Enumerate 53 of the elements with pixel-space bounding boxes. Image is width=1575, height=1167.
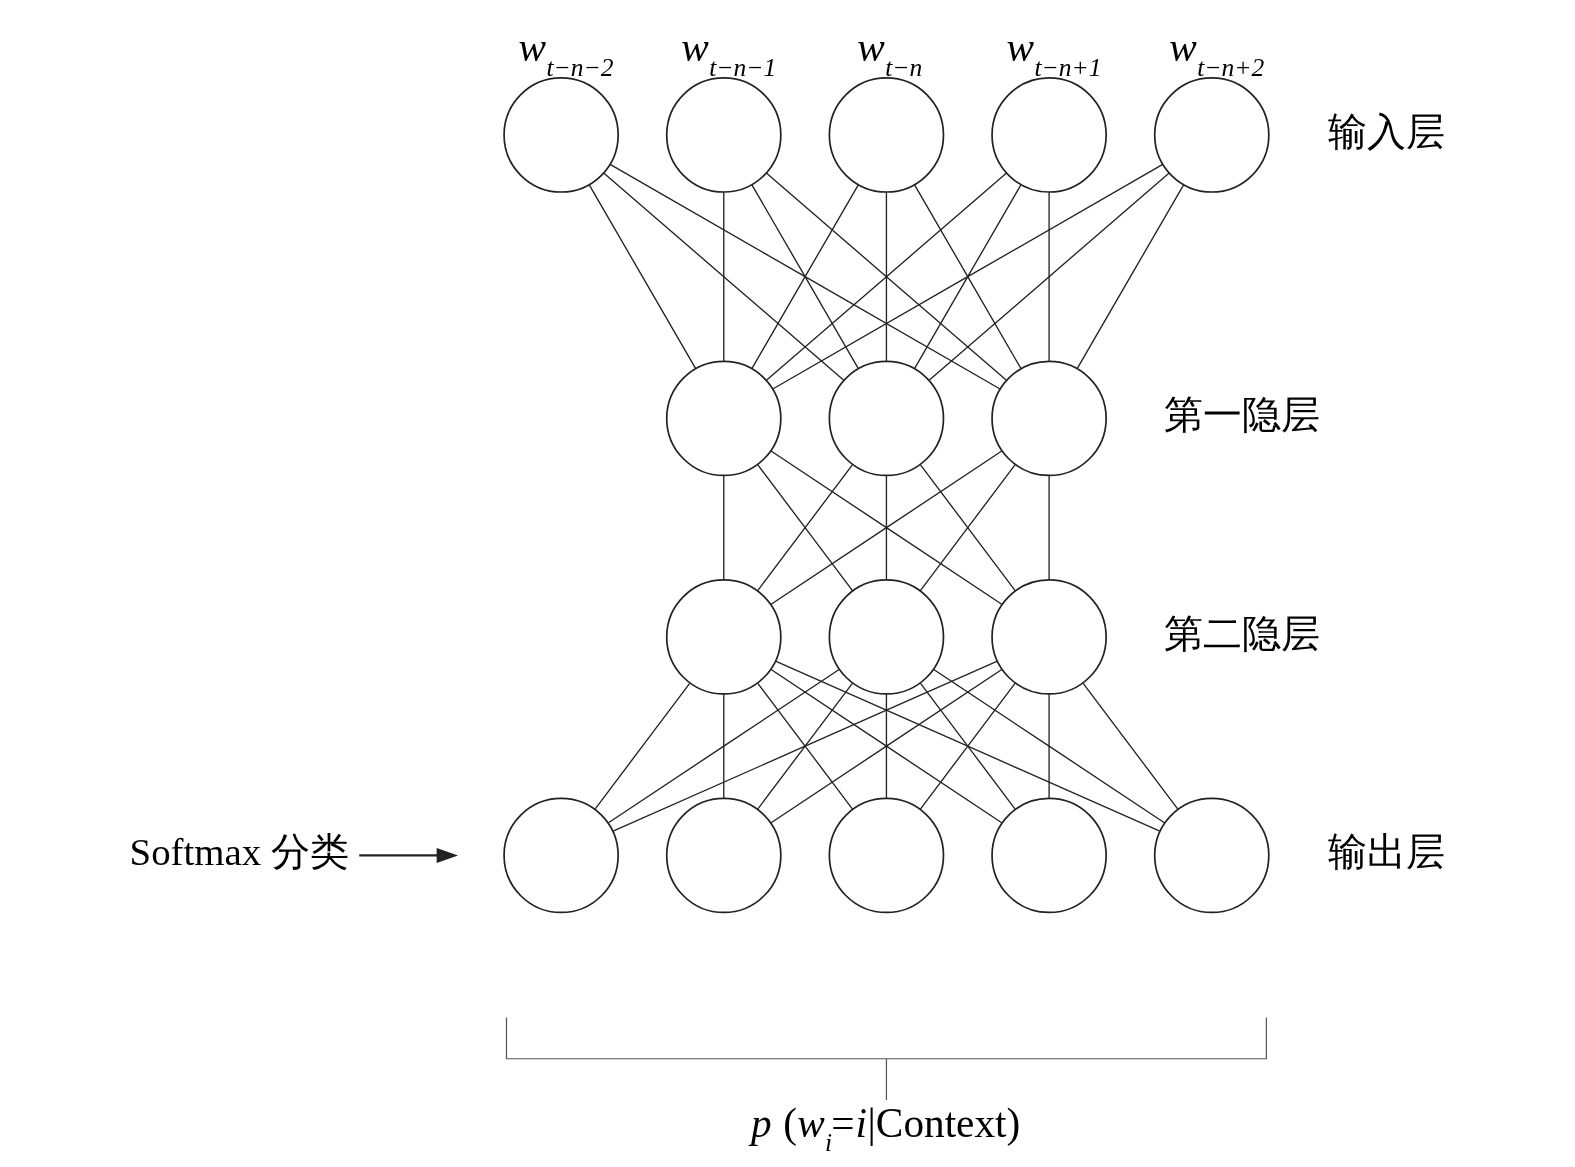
node-label: w$_{t−n−1}$ xyxy=(681,24,777,82)
node-circle xyxy=(503,77,619,193)
connector xyxy=(770,450,1003,605)
connector xyxy=(1048,693,1050,799)
connector xyxy=(1048,191,1050,362)
connector xyxy=(885,191,888,362)
connector xyxy=(723,693,725,799)
node-circle xyxy=(503,797,619,914)
node-circle xyxy=(828,579,945,695)
connector xyxy=(607,668,840,824)
node-circle xyxy=(665,797,782,914)
node-label: w$_{t−n+1}$ xyxy=(1006,24,1102,82)
node-circle xyxy=(1153,77,1270,193)
node-circle xyxy=(828,797,945,914)
node-circle xyxy=(828,360,945,477)
connector xyxy=(919,464,1016,592)
node-circle xyxy=(991,77,1107,193)
node-circle xyxy=(665,77,782,193)
connector xyxy=(594,682,691,810)
connector xyxy=(1082,682,1179,810)
arrow xyxy=(359,847,459,863)
connector xyxy=(723,475,725,581)
node-label: w$_{t−n}$ xyxy=(857,24,923,82)
connector xyxy=(1048,475,1050,581)
connector xyxy=(933,668,1166,824)
node-label: w$_{t−n−2}$ xyxy=(518,24,614,82)
connector xyxy=(913,184,1022,370)
connector xyxy=(609,163,1001,390)
node-circle xyxy=(991,797,1107,914)
label: 第一隐层 xyxy=(1164,393,1321,437)
node-circle xyxy=(828,77,945,193)
label: 第二隐层 xyxy=(1164,611,1321,655)
connector xyxy=(774,660,1161,832)
connector xyxy=(885,693,888,799)
connector xyxy=(603,172,845,381)
node-circle xyxy=(665,360,782,477)
connector xyxy=(919,682,1016,810)
node-text: Softmax 分类 xyxy=(129,830,349,874)
node-circle xyxy=(991,579,1107,695)
node-circle xyxy=(991,360,1107,477)
node-circle xyxy=(1153,797,1270,914)
label: 输入层 xyxy=(1327,109,1445,153)
connector xyxy=(1076,184,1185,370)
connector xyxy=(928,172,1170,381)
connector xyxy=(723,191,725,362)
node-label: w$_{t−n+2}$ xyxy=(1169,24,1265,82)
connector xyxy=(770,668,1003,824)
node-circle xyxy=(665,579,782,695)
connector xyxy=(772,163,1164,390)
connector xyxy=(588,184,697,370)
connector xyxy=(612,660,998,832)
connector xyxy=(885,475,888,581)
label: 输出层 xyxy=(1327,830,1445,874)
